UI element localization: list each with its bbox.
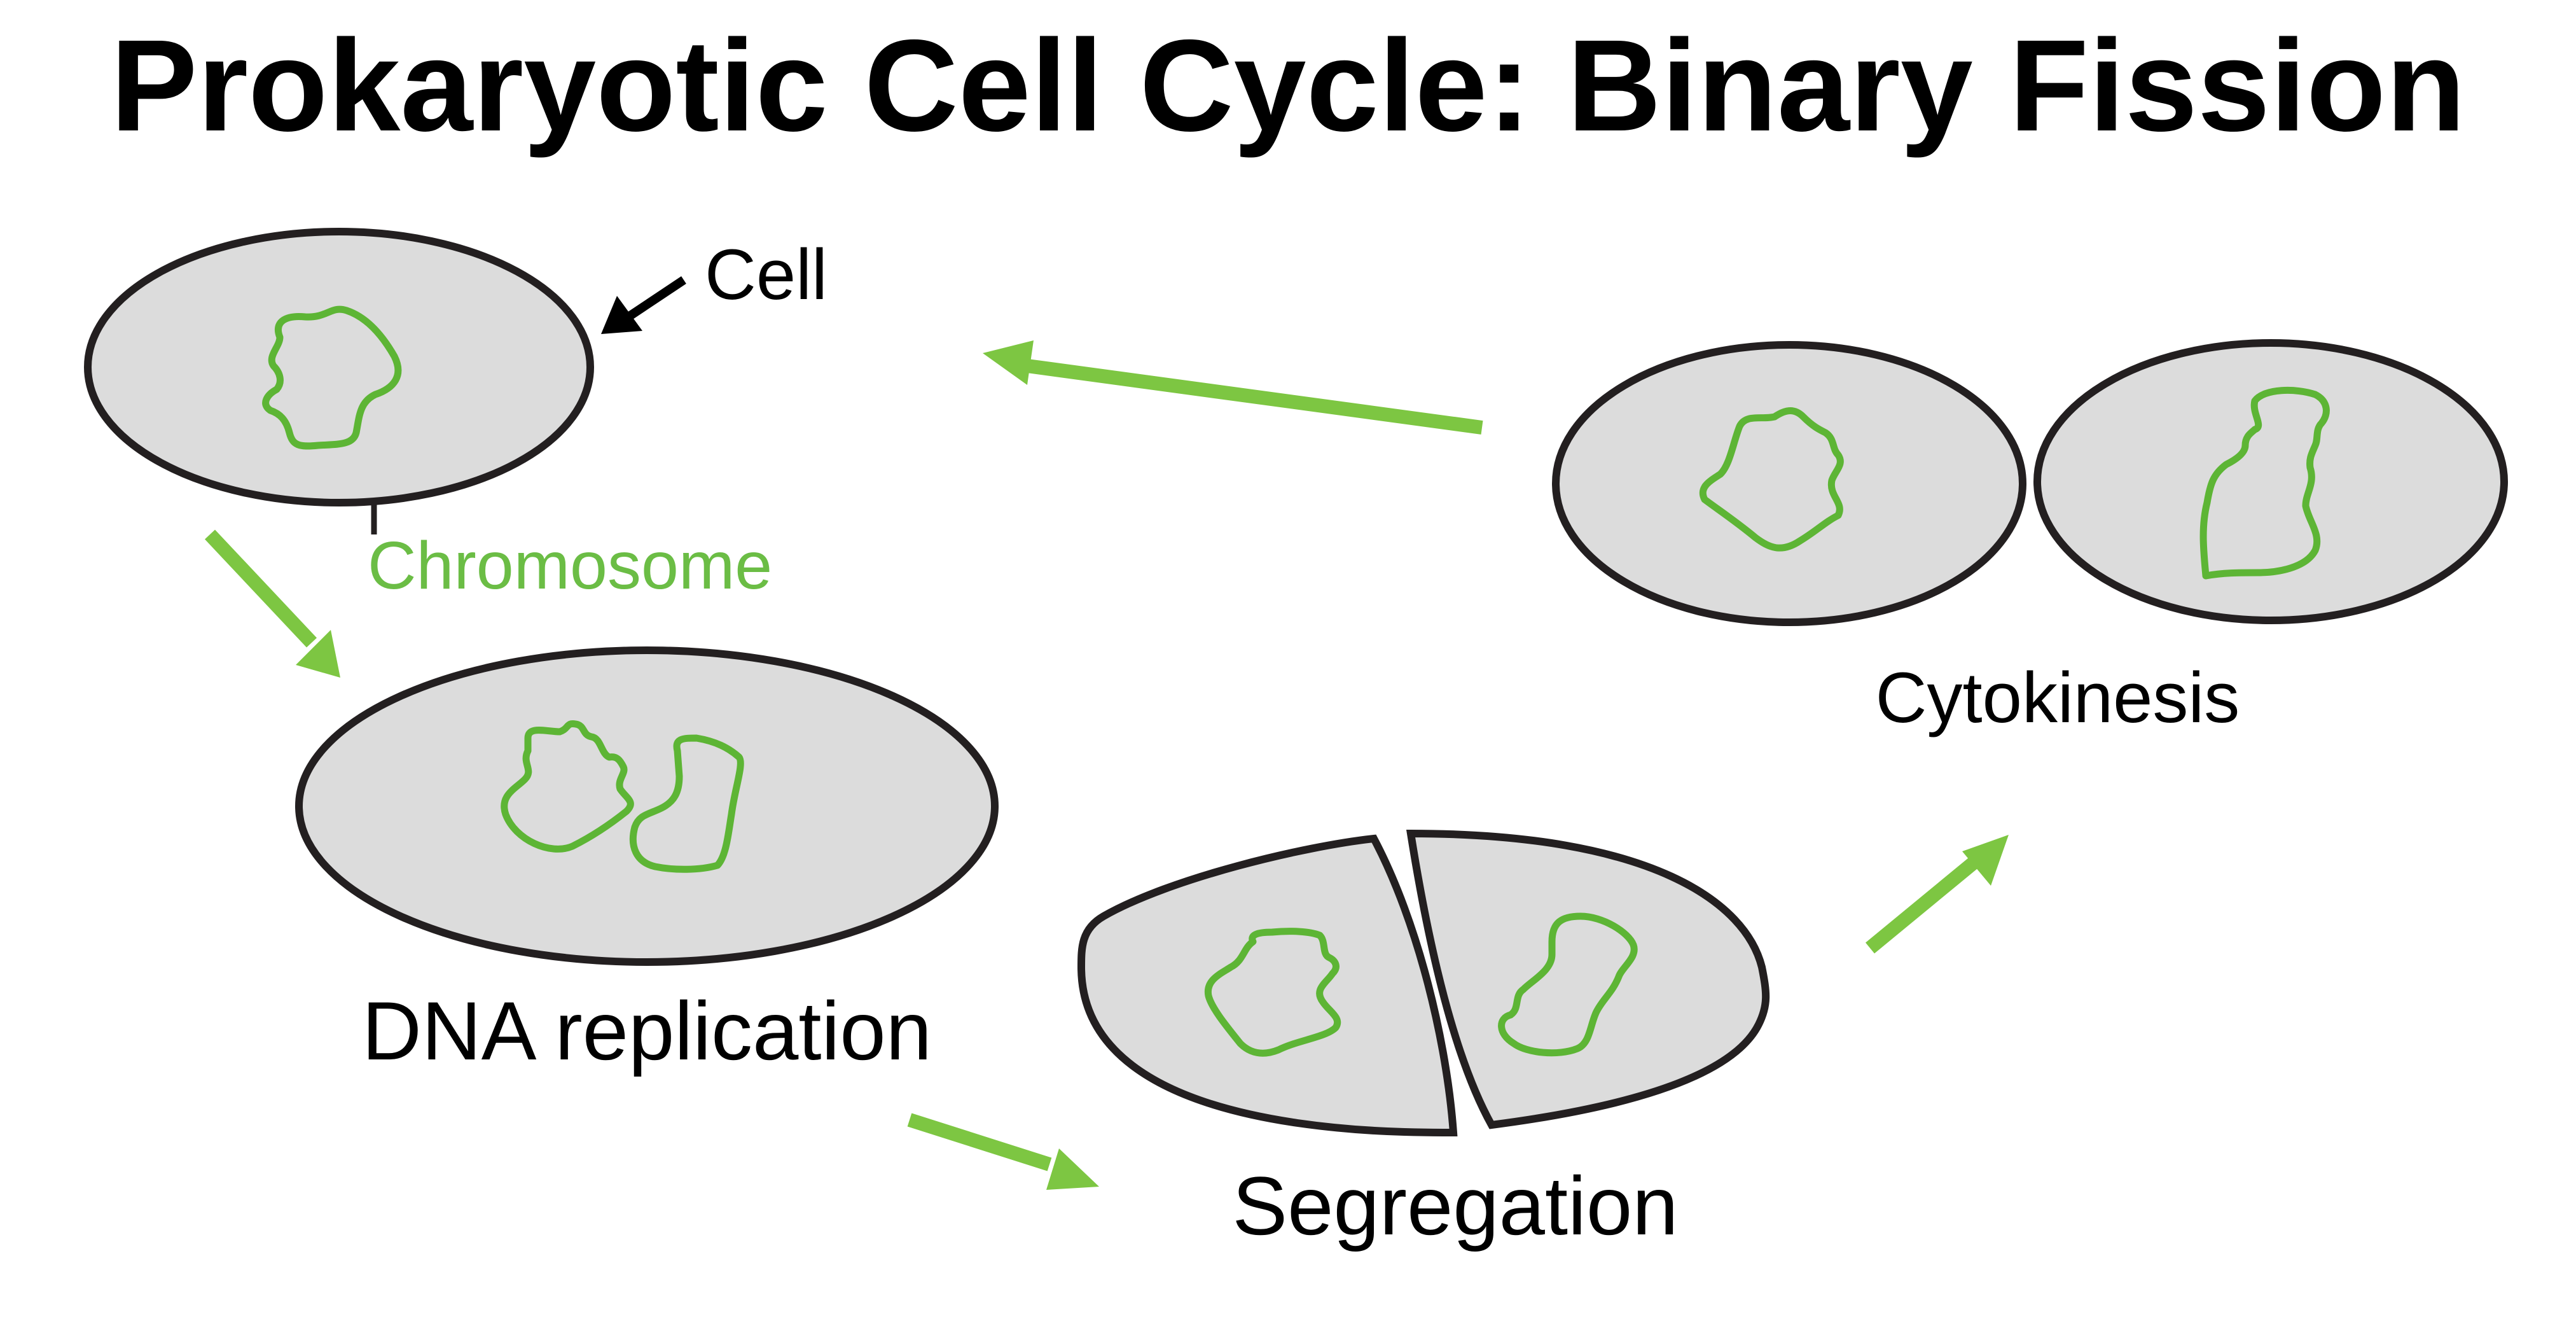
replicating-chromosome-1	[501, 720, 634, 853]
chromosome-label: Chromosome	[368, 528, 772, 603]
segregated-chromosome-right	[1498, 912, 1638, 1057]
arrow-cycle-return	[983, 340, 1483, 435]
segregated-chromosome-left	[1204, 928, 1341, 1057]
dna-replication-cell-body	[295, 646, 999, 966]
arrow-to-cytokinesis	[1866, 835, 2009, 954]
segregation-right-half	[1406, 829, 1770, 1129]
cytokinesis-label: Cytokinesis	[1876, 658, 2240, 737]
replicating-chromosome-2	[629, 734, 744, 873]
diagram-title: Prokaryotic Cell Cycle: Binary Fission	[111, 13, 2466, 158]
segregation-label: Segregation	[1232, 1159, 1678, 1252]
daughter-cell-2-body	[2033, 339, 2508, 624]
arrow-to-segregation	[907, 1113, 1099, 1190]
cell-label: Cell	[705, 235, 828, 314]
daughter-chromosome-1	[1700, 407, 1844, 552]
original-cell: Cell Chromosome	[84, 228, 828, 603]
dna-replication-cell	[295, 646, 999, 966]
original-chromosome	[262, 305, 402, 450]
segregation-left-half	[1077, 834, 1458, 1137]
dna-replication-label: DNA replication	[362, 984, 932, 1077]
cytokinesis-cells	[1552, 339, 2508, 626]
original-cell-body	[84, 228, 594, 506]
cell-pointer-arrow	[601, 276, 686, 334]
arrow-to-dna-replication	[204, 529, 340, 678]
daughter-cell-1-body	[1552, 341, 2026, 626]
segregation-cell	[1077, 829, 1770, 1137]
daughter-chromosome-2	[2199, 387, 2330, 580]
